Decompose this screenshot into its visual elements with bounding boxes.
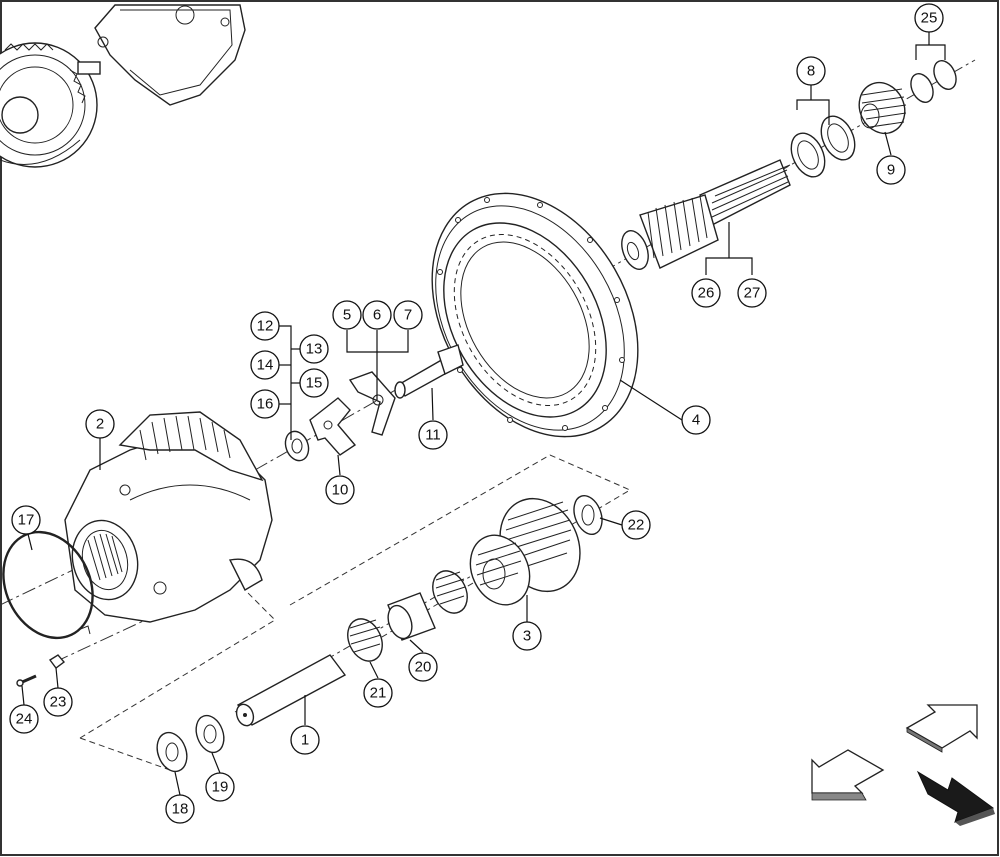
thrust-washer-part-22 [573, 494, 603, 536]
arrow-up-right-icon[interactable] [905, 704, 978, 753]
svg-text:6: 6 [373, 307, 381, 324]
planet-gear-part-3 [469, 497, 581, 606]
circlips-part-25 [910, 60, 957, 103]
needle-bearing-upper [432, 570, 468, 614]
leader-lines [21, 32, 946, 796]
pinion-shaft-part-26-27 [621, 159, 791, 270]
svg-text:17: 17 [18, 512, 35, 529]
callout-27[interactable]: 27 [737, 278, 767, 308]
svg-text:21: 21 [370, 685, 387, 702]
callout-3[interactable]: 3 [512, 621, 542, 651]
callout-16[interactable]: 16 [250, 389, 280, 419]
callout-15[interactable]: 15 [299, 368, 329, 398]
svg-text:1: 1 [301, 732, 309, 749]
callout-9[interactable]: 9 [876, 155, 906, 185]
callout-22[interactable]: 22 [621, 510, 651, 540]
callout-6[interactable]: 6 [362, 300, 392, 330]
svg-text:10: 10 [332, 482, 349, 499]
svg-text:11: 11 [425, 427, 441, 444]
svg-text:8: 8 [807, 63, 815, 80]
lock-plate-part-5-7 [348, 371, 396, 436]
callout-23[interactable]: 23 [43, 687, 73, 717]
svg-text:9: 9 [887, 162, 895, 179]
ring-gear-part-4 [431, 192, 639, 438]
svg-text:25: 25 [921, 10, 938, 27]
svg-text:3: 3 [523, 628, 531, 645]
svg-text:5: 5 [343, 307, 351, 324]
partial-carrier-top-left [0, 42, 101, 168]
callout-20[interactable]: 20 [408, 652, 438, 682]
washer-part-12-16 [284, 430, 310, 462]
axis-line-left [0, 544, 126, 606]
callout-17[interactable]: 17 [11, 505, 41, 535]
svg-text:20: 20 [415, 659, 432, 676]
screw-part-24 [16, 674, 37, 687]
callout-25[interactable]: 25 [914, 3, 944, 33]
callout-1[interactable]: 1 [290, 725, 320, 755]
pinion-gear-part-9 [858, 81, 907, 135]
callout-24[interactable]: 24 [9, 704, 39, 734]
group-box-pin-bottom [79, 737, 171, 771]
svg-text:15: 15 [306, 375, 323, 392]
washer-part-19 [195, 714, 225, 754]
planet-pin-part-1 [235, 654, 347, 727]
callout-13[interactable]: 13 [299, 334, 329, 364]
snap-ring-part-17 [2, 530, 94, 640]
svg-text:23: 23 [50, 694, 67, 711]
callout-18[interactable]: 18 [165, 794, 195, 824]
callout-11[interactable]: 11 [418, 420, 448, 450]
thrust-piece-part-10 [309, 397, 357, 456]
svg-text:19: 19 [212, 779, 229, 796]
svg-text:4: 4 [692, 412, 700, 429]
svg-text:22: 22 [628, 517, 645, 534]
callout-12[interactable]: 12 [250, 311, 280, 341]
group-box-pin-left [79, 589, 276, 739]
svg-text:2: 2 [96, 416, 104, 433]
callout-14[interactable]: 14 [250, 350, 280, 380]
svg-text:14: 14 [257, 357, 274, 374]
washers-part-8 [790, 115, 856, 178]
svg-text:26: 26 [698, 285, 715, 302]
planet-carrier-part-2 [64, 411, 273, 623]
needle-bearing-part-21 [347, 618, 383, 662]
callout-7[interactable]: 7 [393, 300, 423, 330]
partial-housing-top [94, 4, 246, 106]
callout-2[interactable]: 2 [85, 409, 115, 439]
svg-text:7: 7 [404, 307, 412, 324]
nut-part-23 [48, 654, 66, 669]
arrow-down-right-icon[interactable] [916, 770, 995, 826]
svg-text:27: 27 [744, 285, 761, 302]
svg-text:13: 13 [306, 341, 323, 358]
callout-8[interactable]: 8 [796, 56, 826, 86]
svg-text:24: 24 [16, 711, 33, 728]
svg-text:12: 12 [257, 318, 274, 335]
callout-10[interactable]: 10 [325, 475, 355, 505]
bolt-part-11 [394, 344, 464, 399]
callout-21[interactable]: 21 [363, 678, 393, 708]
svg-text:18: 18 [172, 801, 189, 818]
bearing-sleeve-part-20 [387, 592, 436, 641]
callout-26[interactable]: 26 [691, 278, 721, 308]
axis-line-upper [254, 59, 976, 471]
axis-line-fastener [54, 589, 211, 663]
washer-part-18 [156, 731, 188, 773]
svg-text:16: 16 [257, 396, 274, 413]
callout-4[interactable]: 4 [681, 405, 711, 435]
callout-5[interactable]: 5 [332, 300, 362, 330]
callout-19[interactable]: 19 [205, 772, 235, 802]
arrow-down-left-icon[interactable] [811, 749, 885, 801]
